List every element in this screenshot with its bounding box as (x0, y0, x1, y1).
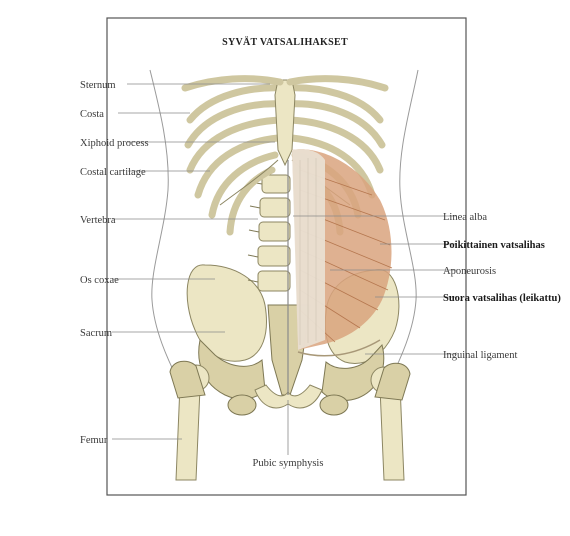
label-linea-alba: Linea alba (443, 212, 487, 223)
label-sacrum: Sacrum (80, 328, 112, 339)
label-poikittainen-vatsalihas: Poikittainen vatsalihas (443, 240, 545, 251)
label-xiphoid-process: Xiphoid process (80, 138, 149, 149)
label-costal-cartilage: Costal cartilage (80, 167, 146, 178)
label-aponeurosis: Aponeurosis (443, 266, 496, 277)
right-labels: Linea alba Poikittainen vatsalihas Apone… (443, 212, 561, 361)
spine (248, 175, 290, 291)
label-vertebra: Vertebra (80, 215, 116, 226)
label-sternum: Sternum (80, 80, 116, 91)
label-os-coxae: Os coxae (80, 275, 119, 286)
label-femur: Femur (80, 435, 108, 446)
label-pubic-symphysis: Pubic symphysis (253, 458, 324, 469)
figure-title: SYVÄT VATSALIHAKSET (222, 35, 348, 48)
label-inguinal-ligament: Inguinal ligament (443, 350, 517, 361)
label-costa: Costa (80, 109, 104, 120)
label-suora-vatsalihas: Suora vatsalihas (leikattu) (443, 293, 561, 304)
left-labels: Sternum Costa Xiphoid process Costal car… (80, 80, 149, 446)
